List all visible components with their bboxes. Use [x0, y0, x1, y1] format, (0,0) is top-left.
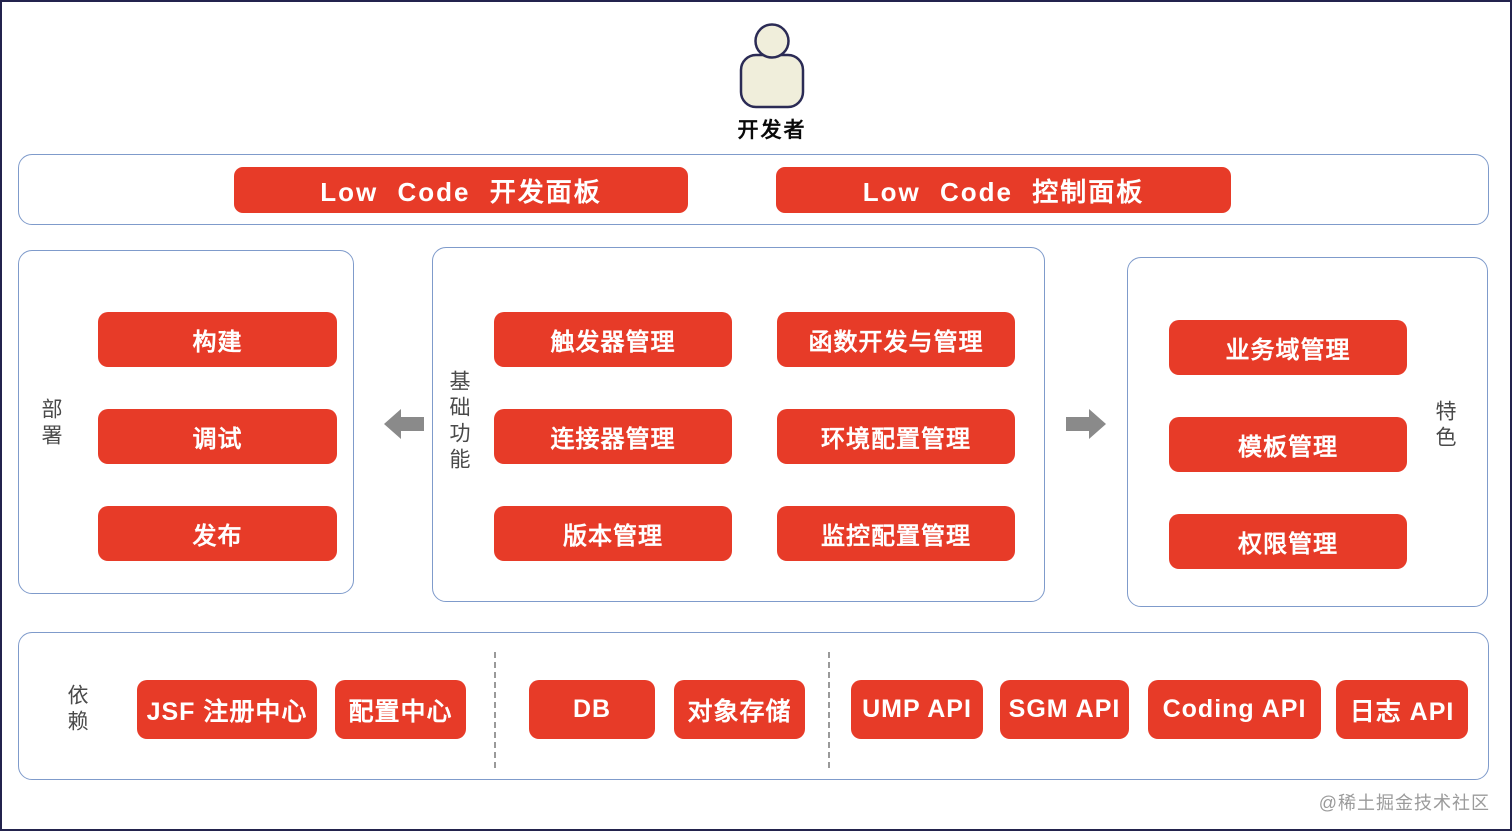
node-release: 发布 — [98, 506, 337, 561]
arrow-left-icon — [384, 409, 424, 439]
core-functions-label: 基础功能 — [447, 370, 470, 474]
node-version-mgmt: 版本管理 — [494, 506, 732, 561]
node-log-api: 日志 API — [1336, 680, 1468, 739]
node-ump-api: UMP API — [851, 680, 983, 739]
node-debug: 调试 — [98, 409, 337, 464]
node-env-config-mgmt: 环境配置管理 — [777, 409, 1015, 464]
node-sgm-api: SGM API — [1000, 680, 1129, 739]
deps-group-divider — [494, 652, 496, 768]
node-business-domain-mgmt: 业务域管理 — [1169, 320, 1407, 375]
deps-group-divider — [828, 652, 830, 768]
node-object-storage: 对象存储 — [674, 680, 805, 739]
deploy-box-label: 部署 — [39, 398, 62, 450]
features-box-label: 特色 — [1433, 400, 1456, 452]
watermark: @稀土掘金技术社区 — [1318, 793, 1490, 813]
node-function-dev-mgmt: 函数开发与管理 — [777, 312, 1015, 367]
node-config-center: 配置中心 — [335, 680, 466, 739]
node-build: 构建 — [98, 312, 337, 367]
node-lowcode-dev-panel: Low Code 开发面板 — [234, 167, 688, 213]
node-jsf-registry: JSF 注册中心 — [137, 680, 317, 739]
node-connector-mgmt: 连接器管理 — [494, 409, 732, 464]
node-coding-api: Coding API — [1148, 680, 1321, 739]
arrow-right-icon — [1066, 409, 1106, 439]
dependencies-label: 依赖 — [65, 684, 88, 736]
node-db: DB — [529, 680, 655, 739]
node-template-mgmt: 模板管理 — [1169, 417, 1407, 472]
node-permission-mgmt: 权限管理 — [1169, 514, 1407, 569]
node-trigger-mgmt: 触发器管理 — [494, 312, 732, 367]
node-lowcode-control-panel: Low Code 控制面板 — [776, 167, 1231, 213]
developer-label: 开发者 — [737, 119, 807, 142]
node-monitor-config-mgmt: 监控配置管理 — [777, 506, 1015, 561]
developer-person-icon — [739, 23, 805, 109]
